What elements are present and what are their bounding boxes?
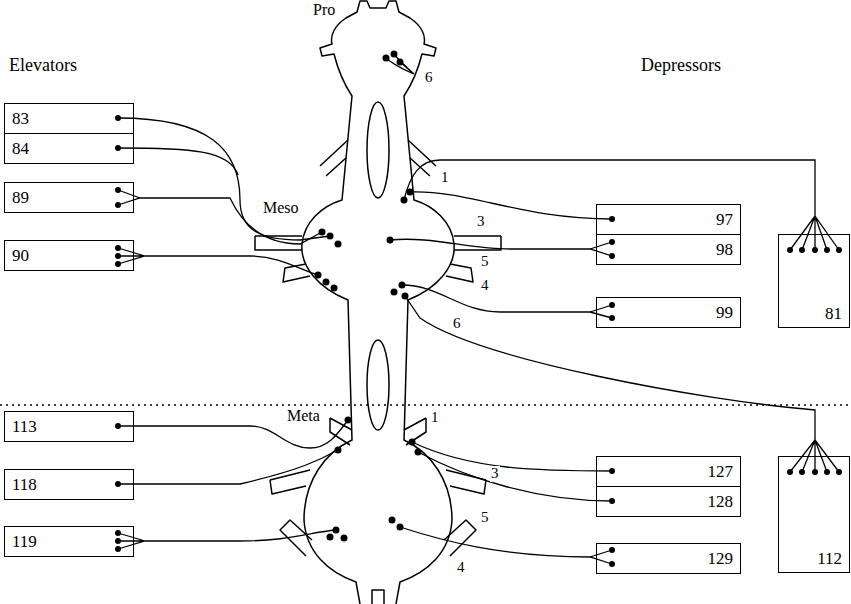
muscle-box: 119: [4, 526, 134, 557]
muscle-box: 90: [4, 240, 134, 271]
nerve-number: 5: [480, 510, 490, 526]
muscle-number: 118: [12, 476, 37, 493]
ganglion-name: Pro: [312, 2, 336, 19]
group-heading: Depressors: [640, 56, 722, 75]
muscle-number: 89: [12, 189, 29, 206]
nerve-number: 6: [424, 70, 434, 86]
muscle-number: 97: [716, 211, 733, 228]
nerve-number: 4: [480, 278, 490, 294]
muscle-number: 119: [12, 533, 37, 550]
group-heading: Elevators: [8, 56, 78, 75]
muscle-box: 127: [596, 456, 741, 487]
muscle-box: 83: [4, 103, 134, 134]
muscle-number: 83: [12, 110, 29, 127]
muscle-number: 127: [708, 463, 734, 480]
muscle-number: 112: [817, 550, 842, 567]
muscle-box: 84: [4, 133, 134, 164]
muscle-number: 98: [716, 241, 733, 258]
muscle-box: 118: [4, 469, 134, 500]
nerve-number: 5: [480, 254, 490, 270]
muscle-box: 99: [596, 297, 741, 328]
muscle-box: 128: [596, 486, 741, 517]
muscle-box: 98: [596, 234, 741, 265]
muscle-number: 113: [12, 418, 37, 435]
muscle-number: 129: [708, 550, 734, 567]
nerve-number: 1: [440, 170, 450, 186]
muscle-number: 90: [12, 247, 29, 264]
muscle-number: 81: [825, 305, 842, 322]
nerve-number: 3: [476, 214, 486, 230]
nerve-number: 4: [456, 560, 466, 576]
muscle-number: 128: [708, 493, 734, 510]
nerve-number: 3: [490, 466, 500, 482]
muscle-box: 89: [4, 182, 134, 213]
nerve-number: 6: [452, 316, 462, 332]
nerve-number: 1: [430, 410, 440, 426]
ganglion-name: Meta: [286, 408, 321, 425]
muscle-box: 129: [596, 543, 741, 574]
muscle-number: 84: [12, 140, 29, 157]
muscle-box: 112: [778, 456, 850, 573]
muscle-box: 97: [596, 204, 741, 235]
ganglion-name: Meso: [262, 200, 300, 217]
muscle-number: 99: [716, 304, 733, 321]
muscle-box: 113: [4, 411, 134, 442]
muscle-box: 81: [778, 234, 850, 328]
